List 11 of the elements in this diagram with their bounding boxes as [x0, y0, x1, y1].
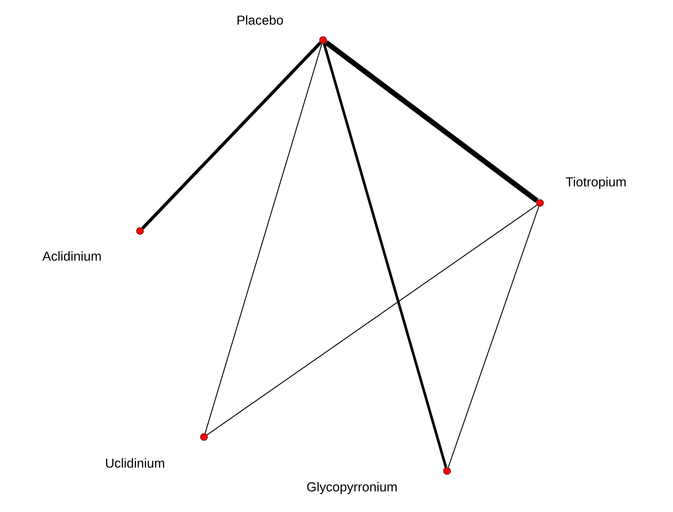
node-label: Aclidinium — [42, 251, 101, 261]
node-label: Tiotropium — [566, 176, 626, 190]
node-label: Uclidinium — [106, 458, 164, 468]
node-label: Placebo — [238, 15, 283, 25]
network-edge — [204, 43, 322, 434]
network-edge — [322, 43, 448, 468]
network-edge — [448, 206, 540, 468]
network-edge — [324, 40, 539, 203]
network-edge — [206, 204, 538, 436]
network-edge — [141, 42, 322, 230]
node-label: Glycopyrronium — [307, 482, 397, 494]
